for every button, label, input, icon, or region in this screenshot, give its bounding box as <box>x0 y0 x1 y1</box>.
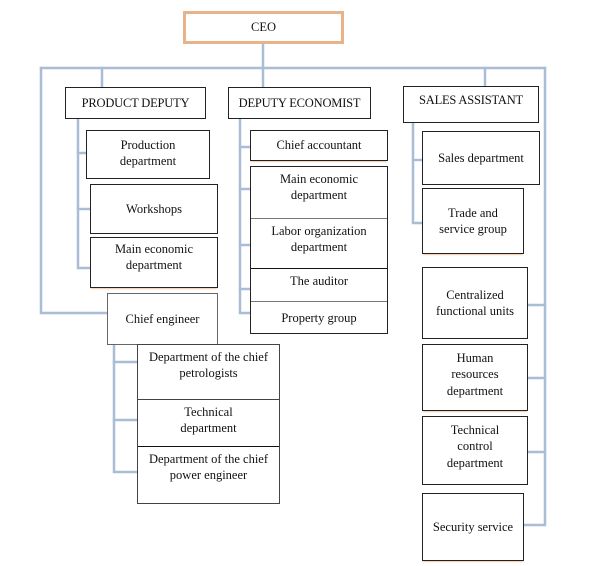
workshops-box[interactable]: Workshops <box>90 184 218 234</box>
security-service-box[interactable]: Security service <box>422 493 524 561</box>
chief-engineer-units: Department of the chief petrologists Tec… <box>137 344 280 504</box>
property-group-label: Property group <box>281 310 357 325</box>
centralized-functional-units-box[interactable]: Centralized functional units <box>422 267 528 339</box>
security-service-label: Security service <box>432 519 514 534</box>
connector-econ-spine <box>238 116 252 315</box>
the-auditor[interactable]: The auditor <box>251 268 387 301</box>
human-resources-label: Human resources department <box>446 351 504 398</box>
technical-control-box[interactable]: Technical control department <box>422 416 528 485</box>
petrologists-department[interactable]: Department of the chief petrologists <box>138 345 279 399</box>
labor-organization-department[interactable]: Labor organization department <box>251 218 387 268</box>
petrologists-department-label: Department of the chief petrologists <box>148 350 269 381</box>
technical-control-label: Technical control department <box>446 423 504 470</box>
technical-department[interactable]: Technical department <box>138 399 279 446</box>
deputy-economist-box[interactable]: DEPUTY ECONOMIST <box>228 87 371 119</box>
econ-main-economic-department-label: Main economic department <box>279 172 359 203</box>
ceo-label: CEO <box>251 20 276 35</box>
production-department-label: Production department <box>119 138 177 169</box>
production-department-box[interactable]: Production department <box>86 130 210 179</box>
technical-department-label: Technical department <box>180 405 237 436</box>
power-engineer-department[interactable]: Department of the chief power engineer <box>138 446 279 504</box>
trade-service-group-box[interactable]: Trade and service group <box>422 188 524 254</box>
sales-assistant-label: SALES ASSISTANT <box>418 93 523 107</box>
ceo-box[interactable]: CEO <box>183 11 344 44</box>
econ-main-economic-department[interactable]: Main economic department <box>251 167 387 218</box>
pd-main-economic-department-box[interactable]: Main economic department <box>90 237 218 288</box>
connector-right-spine <box>521 66 547 527</box>
connector-sales-spine <box>411 120 424 225</box>
chief-engineer-box[interactable]: Chief engineer <box>107 293 218 345</box>
property-group[interactable]: Property group <box>251 301 387 334</box>
product-deputy-box[interactable]: PRODUCT DEPUTY <box>65 87 206 119</box>
centralized-functional-units-label: Centralized functional units <box>435 287 515 318</box>
product-deputy-label: PRODUCT DEPUTY <box>81 95 190 110</box>
connector-chief-engineer <box>39 66 109 315</box>
chief-accountant-label: Chief accountant <box>276 138 362 153</box>
chief-engineer-label: Chief engineer <box>125 311 200 326</box>
sales-department-box[interactable]: Sales department <box>422 131 540 185</box>
connector-ce-spine <box>112 342 139 474</box>
human-resources-box[interactable]: Human resources department <box>422 344 528 411</box>
deputy-economist-label: DEPUTY ECONOMIST <box>238 95 361 110</box>
workshops-label: Workshops <box>126 201 182 216</box>
economist-units-stack: Main economic department Labor organizat… <box>250 166 388 334</box>
trade-service-group-label: Trade and service group <box>439 205 507 236</box>
the-auditor-label: The auditor <box>290 274 348 288</box>
power-engineer-department-label: Department of the chief power engineer <box>148 452 269 483</box>
labor-organization-department-label: Labor organization department <box>271 224 367 255</box>
sales-assistant-box[interactable]: SALES ASSISTANT <box>403 86 539 123</box>
connector-pd-spine <box>76 116 92 270</box>
pd-main-economic-department-label: Main economic department <box>114 242 194 273</box>
sales-department-label: Sales department <box>438 150 524 165</box>
chief-accountant-box[interactable]: Chief accountant <box>250 130 388 161</box>
